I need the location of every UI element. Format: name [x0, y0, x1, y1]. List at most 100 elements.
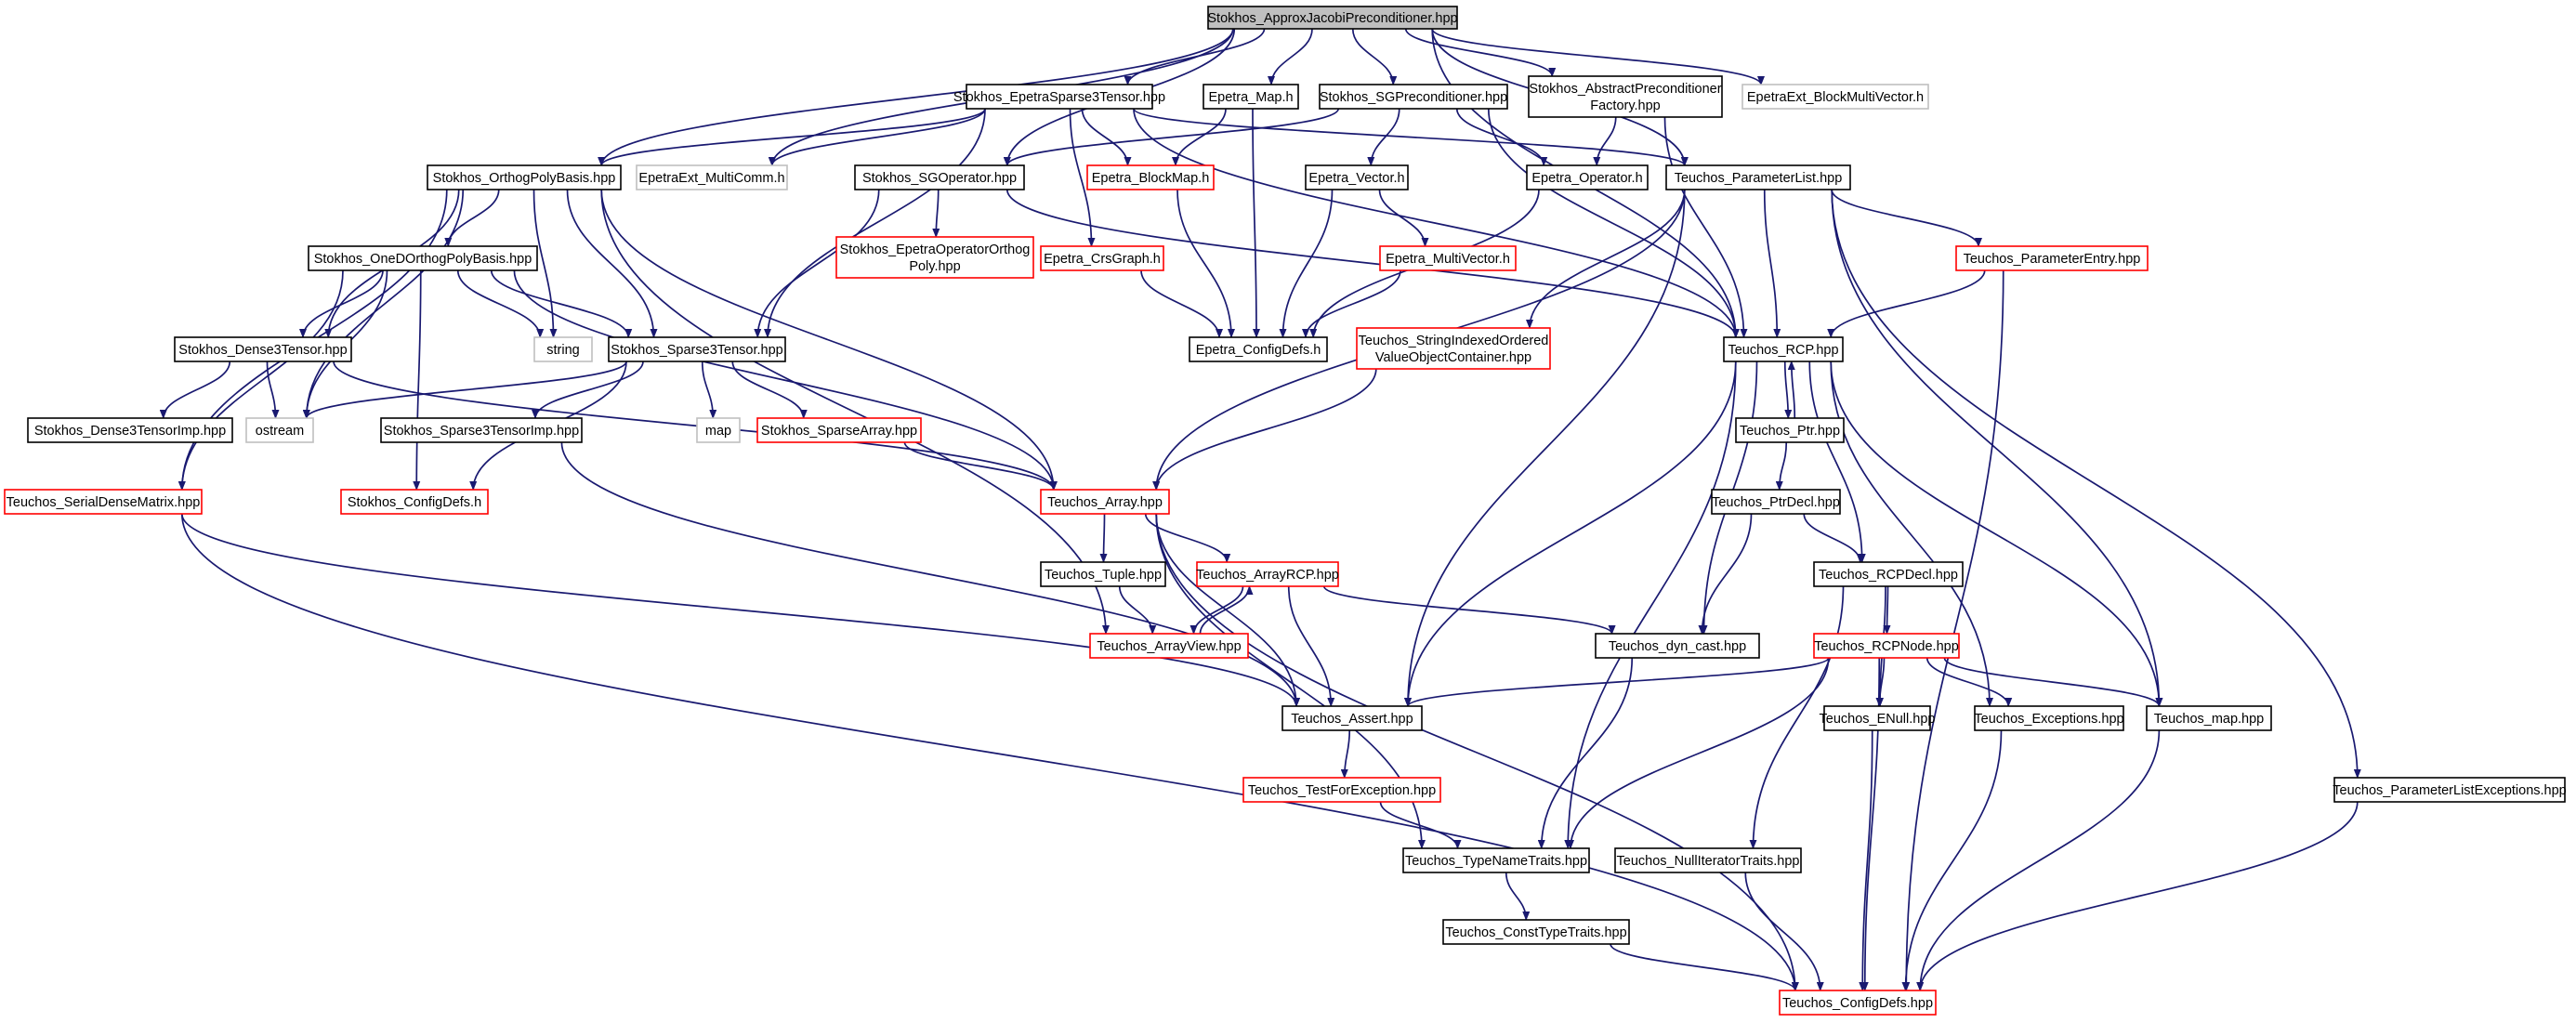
node-box-string[interactable]	[533, 336, 593, 362]
node-box-exceptions[interactable]	[1974, 705, 2124, 731]
node-assert[interactable]: Teuchos_Assert.hpp	[1281, 705, 1423, 731]
node-box-tuple[interactable]	[1040, 561, 1166, 587]
node-box-oned_basis[interactable]	[308, 245, 538, 271]
node-box-epetra_multivector[interactable]	[1379, 245, 1517, 271]
node-box-nulliter[interactable]	[1614, 847, 1802, 873]
node-box-arrayview[interactable]	[1089, 633, 1249, 659]
node-box-epetraext_blockmv[interactable]	[1741, 84, 1929, 110]
node-epetra_crsgraph[interactable]: Epetra_CrsGraph.h	[1040, 245, 1164, 271]
node-arrayrcp[interactable]: Teuchos_ArrayRCP.hpp	[1196, 561, 1339, 587]
node-string_indexed[interactable]: Teuchos_StringIndexedOrderedValueObjectC…	[1356, 327, 1551, 370]
node-teuchos_configdefs[interactable]: Teuchos_ConfigDefs.hpp	[1779, 990, 1937, 1016]
node-box-rcpnode[interactable]	[1813, 633, 1960, 659]
node-box-array[interactable]	[1040, 489, 1170, 515]
node-epetra_blockmap[interactable]: Epetra_BlockMap.h	[1086, 164, 1215, 190]
node-box-serial_dense[interactable]	[4, 489, 203, 515]
node-stokhos_configdefs[interactable]: Stokhos_ConfigDefs.h	[340, 489, 489, 515]
node-box-sparse3tensor[interactable]	[608, 336, 786, 362]
node-dyn_cast[interactable]: Teuchos_dyn_cast.hpp	[1595, 633, 1760, 659]
node-dense3tensorimp[interactable]: Stokhos_Dense3TensorImp.hpp	[27, 417, 233, 443]
node-box-arrayrcp[interactable]	[1196, 561, 1339, 587]
node-epetraext_blockmv[interactable]: EpetraExt_BlockMultiVector.h	[1741, 84, 1929, 110]
node-box-root[interactable]	[1207, 6, 1458, 30]
node-box-tmap[interactable]	[2146, 705, 2272, 731]
node-box-epetra_sparse3[interactable]	[966, 84, 1153, 110]
node-box-epetra_crsgraph[interactable]	[1040, 245, 1164, 271]
node-box-enull[interactable]	[1823, 705, 1931, 731]
node-typename[interactable]: Teuchos_TypeNameTraits.hpp	[1402, 847, 1590, 873]
node-tuple[interactable]: Teuchos_Tuple.hpp	[1040, 561, 1166, 587]
node-epetra_vector[interactable]: Epetra_Vector.h	[1305, 164, 1409, 190]
node-box-assert[interactable]	[1281, 705, 1423, 731]
node-sg_precond[interactable]: Stokhos_SGPreconditioner.hpp	[1319, 84, 1508, 110]
node-box-string_indexed[interactable]	[1356, 327, 1551, 370]
node-ostream[interactable]: ostream	[245, 417, 314, 443]
node-exceptions[interactable]: Teuchos_Exceptions.hpp	[1974, 705, 2124, 731]
node-box-epetra_op_orthog[interactable]	[835, 236, 1034, 279]
node-box-rcpdecl[interactable]	[1813, 561, 1964, 587]
node-box-ptr[interactable]	[1735, 417, 1845, 443]
node-plist_exc[interactable]: Teuchos_ParameterListExceptions.hpp	[2333, 777, 2567, 803]
node-abstract_precond[interactable]: Stokhos_AbstractPreconditionerFactory.hp…	[1528, 75, 1723, 118]
node-box-teuchos_configdefs[interactable]	[1779, 990, 1937, 1016]
node-box-ostream[interactable]	[245, 417, 314, 443]
node-box-param_entry[interactable]	[1955, 245, 2149, 271]
node-arrayview[interactable]: Teuchos_ArrayView.hpp	[1089, 633, 1249, 659]
node-box-epetra_vector[interactable]	[1305, 164, 1409, 190]
node-box-abstract_precond[interactable]	[1528, 75, 1723, 118]
node-box-epetra_blockmap[interactable]	[1086, 164, 1215, 190]
node-ptr[interactable]: Teuchos_Ptr.hpp	[1735, 417, 1845, 443]
node-box-orthog_basis[interactable]	[427, 164, 622, 190]
node-string[interactable]: string	[533, 336, 593, 362]
node-box-dense3tensorimp[interactable]	[27, 417, 233, 443]
node-orthog_basis[interactable]: Stokhos_OrthogPolyBasis.hpp	[427, 164, 622, 190]
node-testforexc[interactable]: Teuchos_TestForException.hpp	[1242, 777, 1441, 803]
node-epetra_configdefs[interactable]: Epetra_ConfigDefs.h	[1189, 336, 1328, 362]
node-box-sparse3tensorimp[interactable]	[380, 417, 583, 443]
node-epetra_sparse3[interactable]: Stokhos_EpetraSparse3Tensor.hpp	[953, 84, 1165, 110]
node-sparse3tensor[interactable]: Stokhos_Sparse3Tensor.hpp	[608, 336, 786, 362]
node-param_list[interactable]: Teuchos_ParameterList.hpp	[1665, 164, 1851, 190]
node-box-sg_operator[interactable]	[854, 164, 1025, 190]
node-epetraext_multicomm[interactable]: EpetraExt_MultiComm.h	[636, 164, 788, 190]
node-epetra_multivector[interactable]: Epetra_MultiVector.h	[1379, 245, 1517, 271]
node-rcpdecl[interactable]: Teuchos_RCPDecl.hpp	[1813, 561, 1964, 587]
node-root[interactable]: Stokhos_ApproxJacobiPreconditioner.hpp	[1207, 6, 1458, 30]
node-box-epetra_configdefs[interactable]	[1189, 336, 1328, 362]
node-box-param_list[interactable]	[1665, 164, 1851, 190]
node-box-testforexc[interactable]	[1242, 777, 1441, 803]
node-box-typename[interactable]	[1402, 847, 1590, 873]
node-box-ptrdecl[interactable]	[1711, 489, 1841, 515]
node-box-epetra_map[interactable]	[1203, 84, 1299, 110]
node-enull[interactable]: Teuchos_ENull.hpp	[1820, 705, 1936, 731]
node-sg_operator[interactable]: Stokhos_SGOperator.hpp	[854, 164, 1025, 190]
node-consttype[interactable]: Teuchos_ConstTypeTraits.hpp	[1442, 919, 1630, 945]
node-param_entry[interactable]: Teuchos_ParameterEntry.hpp	[1955, 245, 2149, 271]
node-box-epetraext_multicomm[interactable]	[636, 164, 788, 190]
node-box-sg_precond[interactable]	[1319, 84, 1508, 110]
node-box-epetra_operator[interactable]	[1526, 164, 1649, 190]
node-box-dyn_cast[interactable]	[1595, 633, 1760, 659]
node-box-stokhos_configdefs[interactable]	[340, 489, 489, 515]
node-box-rcp[interactable]	[1723, 336, 1844, 362]
node-tmap[interactable]: Teuchos_map.hpp	[2146, 705, 2272, 731]
node-array[interactable]: Teuchos_Array.hpp	[1040, 489, 1170, 515]
node-box-sparsearray[interactable]	[756, 417, 922, 443]
node-box-map[interactable]	[696, 417, 741, 443]
node-box-consttype[interactable]	[1442, 919, 1630, 945]
node-oned_basis[interactable]: Stokhos_OneDOrthogPolyBasis.hpp	[308, 245, 538, 271]
node-box-plist_exc[interactable]	[2333, 777, 2566, 803]
node-epetra_operator[interactable]: Epetra_Operator.h	[1526, 164, 1649, 190]
node-sparse3tensorimp[interactable]: Stokhos_Sparse3TensorImp.hpp	[380, 417, 583, 443]
node-rcpnode[interactable]: Teuchos_RCPNode.hpp	[1813, 633, 1960, 659]
node-epetra_map[interactable]: Epetra_Map.h	[1203, 84, 1299, 110]
node-ptrdecl[interactable]: Teuchos_PtrDecl.hpp	[1711, 489, 1841, 515]
node-rcp[interactable]: Teuchos_RCP.hpp	[1723, 336, 1844, 362]
node-dense3tensor[interactable]: Stokhos_Dense3Tensor.hpp	[174, 336, 352, 362]
node-serial_dense[interactable]: Teuchos_SerialDenseMatrix.hpp	[4, 489, 203, 515]
node-box-dense3tensor[interactable]	[174, 336, 352, 362]
node-sparsearray[interactable]: Stokhos_SparseArray.hpp	[756, 417, 922, 443]
node-nulliter[interactable]: Teuchos_NullIteratorTraits.hpp	[1614, 847, 1802, 873]
node-map[interactable]: map	[696, 417, 741, 443]
